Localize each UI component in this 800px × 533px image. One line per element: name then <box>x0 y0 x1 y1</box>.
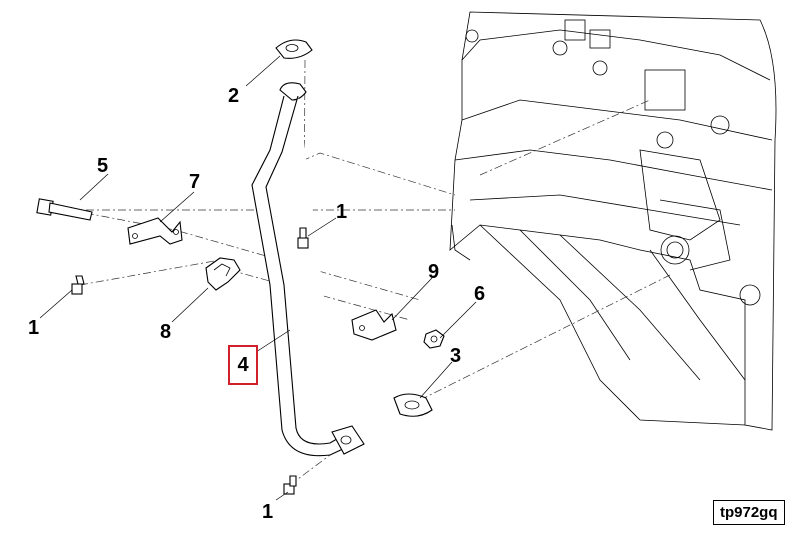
callout-1-top: 1 <box>336 201 348 223</box>
bracket-7 <box>127 217 183 245</box>
callout-7: 7 <box>189 171 201 193</box>
callout-9: 9 <box>428 261 440 283</box>
callout-4: 4 <box>237 353 249 376</box>
bolt-1-top <box>297 227 309 249</box>
callout-1-left: 1 <box>28 317 40 339</box>
callout-5: 5 <box>97 155 109 177</box>
long-bolt <box>36 198 93 221</box>
bolt-1-bottom <box>283 475 297 495</box>
callout-1-bottom: 1 <box>262 501 274 523</box>
bolt-1-left <box>71 275 85 295</box>
callout-6: 6 <box>474 283 486 305</box>
flange-gasket-bottom <box>393 393 433 417</box>
callout-2: 2 <box>228 85 240 107</box>
callout-8: 8 <box>160 321 172 343</box>
engine-block <box>449 11 777 431</box>
reference-lines <box>69 59 671 486</box>
callout-3: 3 <box>450 345 462 367</box>
clamp-8 <box>205 257 241 291</box>
bracket-9 <box>351 309 397 341</box>
leader-lines <box>39 55 477 501</box>
flange-gasket-top <box>275 39 313 59</box>
nut-6 <box>423 329 445 349</box>
figure-id-label: tp972gq <box>713 500 785 525</box>
callout-4-highlighted: 4 <box>228 345 258 385</box>
oil-tube <box>251 82 365 457</box>
